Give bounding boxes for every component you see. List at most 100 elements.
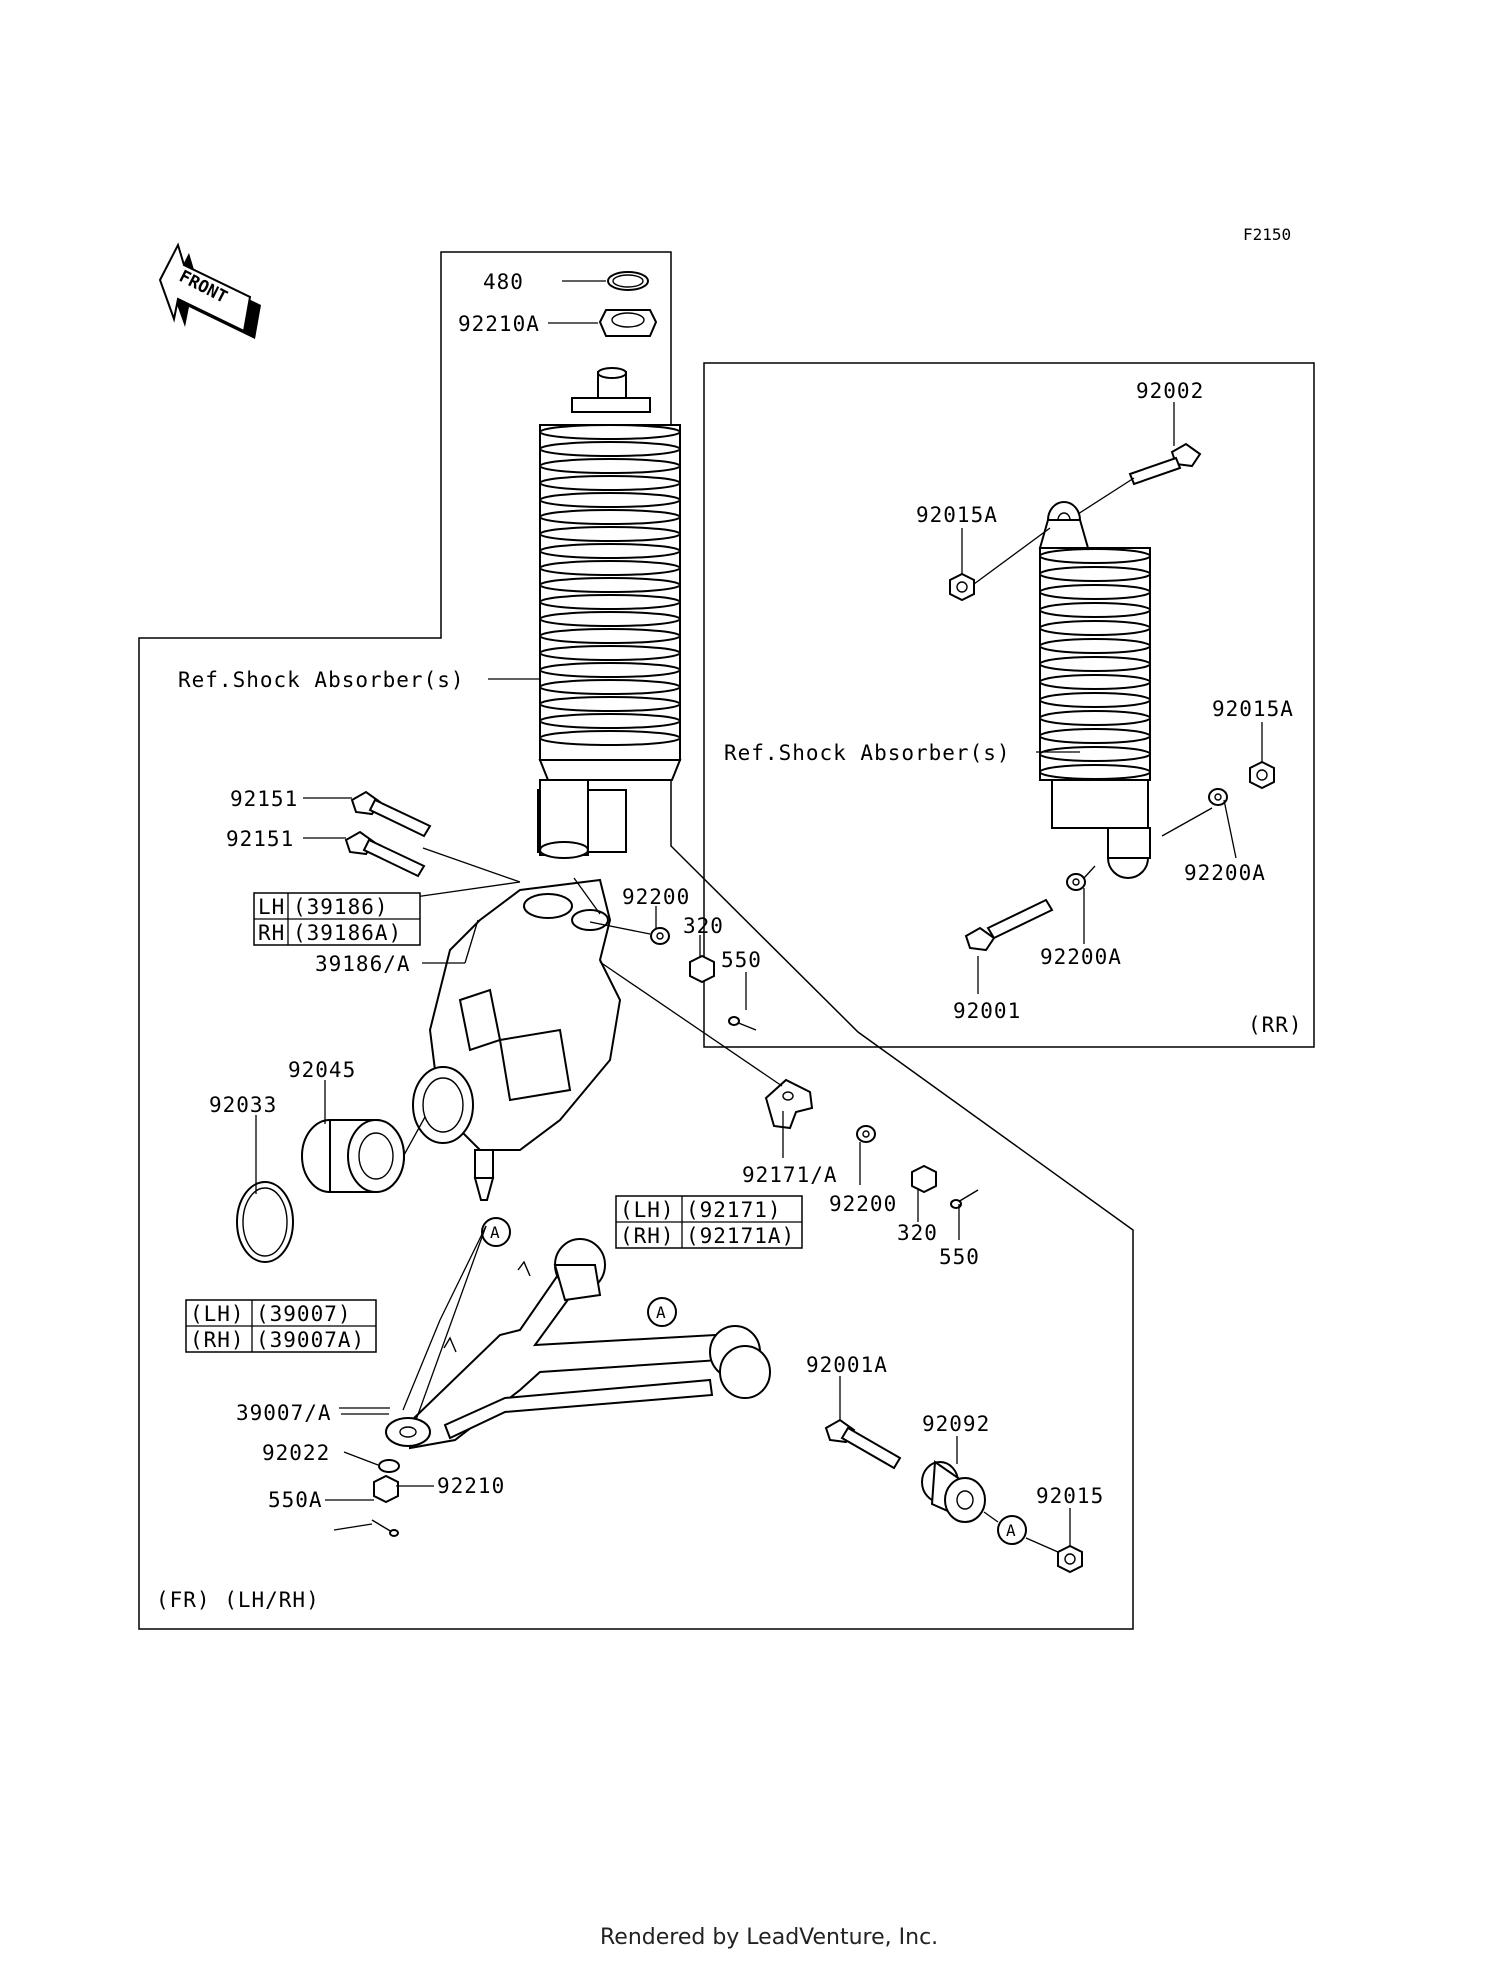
spring-coil <box>1039 656 1151 672</box>
spring-coil <box>1039 674 1151 690</box>
label-92210: 92210 <box>437 1474 505 1498</box>
castle-nut-320-b <box>911 1164 937 1194</box>
washer-92200-b <box>856 1125 876 1143</box>
cotter-table-lh-part: (92171) <box>686 1198 782 1222</box>
bolt-92001A <box>824 1418 902 1470</box>
spring-coil <box>539 611 681 627</box>
label-320-b: 320 <box>897 1221 938 1245</box>
callout-a-3: A <box>997 1515 1027 1545</box>
spring-coil <box>539 424 681 440</box>
nut-92015A-b <box>1249 760 1275 790</box>
spring-coil <box>1039 638 1151 654</box>
spring-coil <box>1039 764 1151 780</box>
arm-table-rh: (RH) <box>190 1328 245 1352</box>
knuckle-table-rh-part: (39186A) <box>293 921 402 945</box>
bolt-92002 <box>1128 442 1202 486</box>
snap-ring-92033 <box>236 1181 294 1263</box>
label-480: 480 <box>483 270 524 294</box>
cotter-pin-550-a <box>728 1016 757 1031</box>
label-ref-shock-rear: Ref.Shock Absorber(s) <box>724 741 1011 765</box>
label-550-b: 550 <box>939 1245 980 1269</box>
label-92033: 92033 <box>209 1093 277 1117</box>
spring-coil <box>1039 584 1151 600</box>
label-92200A-b: 92200A <box>1040 945 1122 969</box>
spring-coil <box>539 577 681 593</box>
spring-coil <box>1039 566 1151 582</box>
cotter-table-rh: (RH) <box>620 1224 675 1248</box>
callout-a-3-label: A <box>1006 1521 1016 1540</box>
arm-table-rh-part: (39007A) <box>256 1328 365 1352</box>
knuckle-table-lh: LH <box>258 895 285 919</box>
spring-coil <box>539 526 681 542</box>
spring-coil <box>1039 728 1151 744</box>
spring-coil <box>1039 746 1151 762</box>
spring-coil <box>1039 620 1151 636</box>
diagram-id: F2150 <box>1243 225 1291 244</box>
spring-coil <box>539 662 681 678</box>
label-39007: 39007/A <box>236 1401 332 1425</box>
label-320-a: 320 <box>683 914 724 938</box>
spring-coil <box>1039 692 1151 708</box>
front-leader-lines <box>255 280 1071 1553</box>
front-shock-absorber <box>537 367 682 859</box>
label-92015A-b: 92015A <box>1212 697 1294 721</box>
label-92151-a: 92151 <box>230 787 298 811</box>
spring-coil <box>539 645 681 661</box>
spring-coil <box>539 628 681 644</box>
spring-coil <box>539 730 681 746</box>
spring-coil <box>539 713 681 729</box>
cotter-table-rh-part: (92171A) <box>686 1224 795 1248</box>
label-92200-b: 92200 <box>829 1192 897 1216</box>
label-92200-a: 92200 <box>622 885 690 909</box>
callout-a-2-label: A <box>656 1303 666 1322</box>
spring-coil <box>539 696 681 712</box>
knuckle-side-table: LH (39186) RH (39186A) <box>253 892 421 946</box>
spring-coil <box>539 475 681 491</box>
front-arrow-icon: FRONT <box>158 242 261 339</box>
nut-92015A-a <box>949 572 975 602</box>
callout-a-1: A <box>481 1217 511 1247</box>
label-ref-shock-front: Ref.Shock Absorber(s) <box>178 668 465 692</box>
spring-coil <box>539 458 681 474</box>
knuckle-table-rh: RH <box>258 921 285 945</box>
washer-92200-a <box>650 927 670 945</box>
label-39186: 39186/A <box>315 952 411 976</box>
label-front-region: (FR) (LH/RH) <box>156 1588 320 1612</box>
label-92001: 92001 <box>953 999 1021 1023</box>
steering-knuckle-39186 <box>412 878 622 1201</box>
label-92210A: 92210A <box>458 312 540 336</box>
arm-table-lh: (LH) <box>190 1302 245 1326</box>
spring-coil <box>539 509 681 525</box>
cotter-table-lh: (LH) <box>620 1198 675 1222</box>
knuckle-table-lh-part: (39186) <box>293 895 389 919</box>
footer-credit: Rendered by LeadVenture, Inc. <box>600 1925 938 1950</box>
spring-coil <box>1039 548 1151 564</box>
label-92200A-a: 92200A <box>1184 861 1266 885</box>
spring-coil <box>539 543 681 559</box>
rear-leader-lines <box>961 402 1263 994</box>
rear-shock-absorber <box>1038 501 1151 879</box>
nut-92210A <box>598 309 658 337</box>
cotter-side-table: (LH) (92171) (RH) (92171A) <box>615 1195 803 1249</box>
label-92015: 92015 <box>1036 1484 1104 1508</box>
label-92002: 92002 <box>1136 379 1204 403</box>
bushing-92092 <box>921 1460 986 1523</box>
cotter-pin-550A <box>371 1519 399 1537</box>
castle-nut-92210 <box>373 1474 399 1504</box>
spring-coil <box>539 492 681 508</box>
label-92092: 92092 <box>922 1412 990 1436</box>
label-92151-b: 92151 <box>226 827 294 851</box>
spring-coil <box>539 441 681 457</box>
callout-a-1-label: A <box>490 1223 500 1242</box>
spring-coil <box>539 560 681 576</box>
arm-side-table: (LH) (39007) (RH) (39007A) <box>185 1299 377 1353</box>
spring-coil <box>539 679 681 695</box>
nut-92015 <box>1057 1544 1083 1574</box>
label-550-a: 550 <box>721 948 762 972</box>
label-92045: 92045 <box>288 1058 356 1082</box>
bracket-92171 <box>764 1078 814 1130</box>
rear-section-frame <box>703 362 1315 1048</box>
washer-92200A-a <box>1208 788 1228 806</box>
label-92171: 92171/A <box>742 1163 838 1187</box>
